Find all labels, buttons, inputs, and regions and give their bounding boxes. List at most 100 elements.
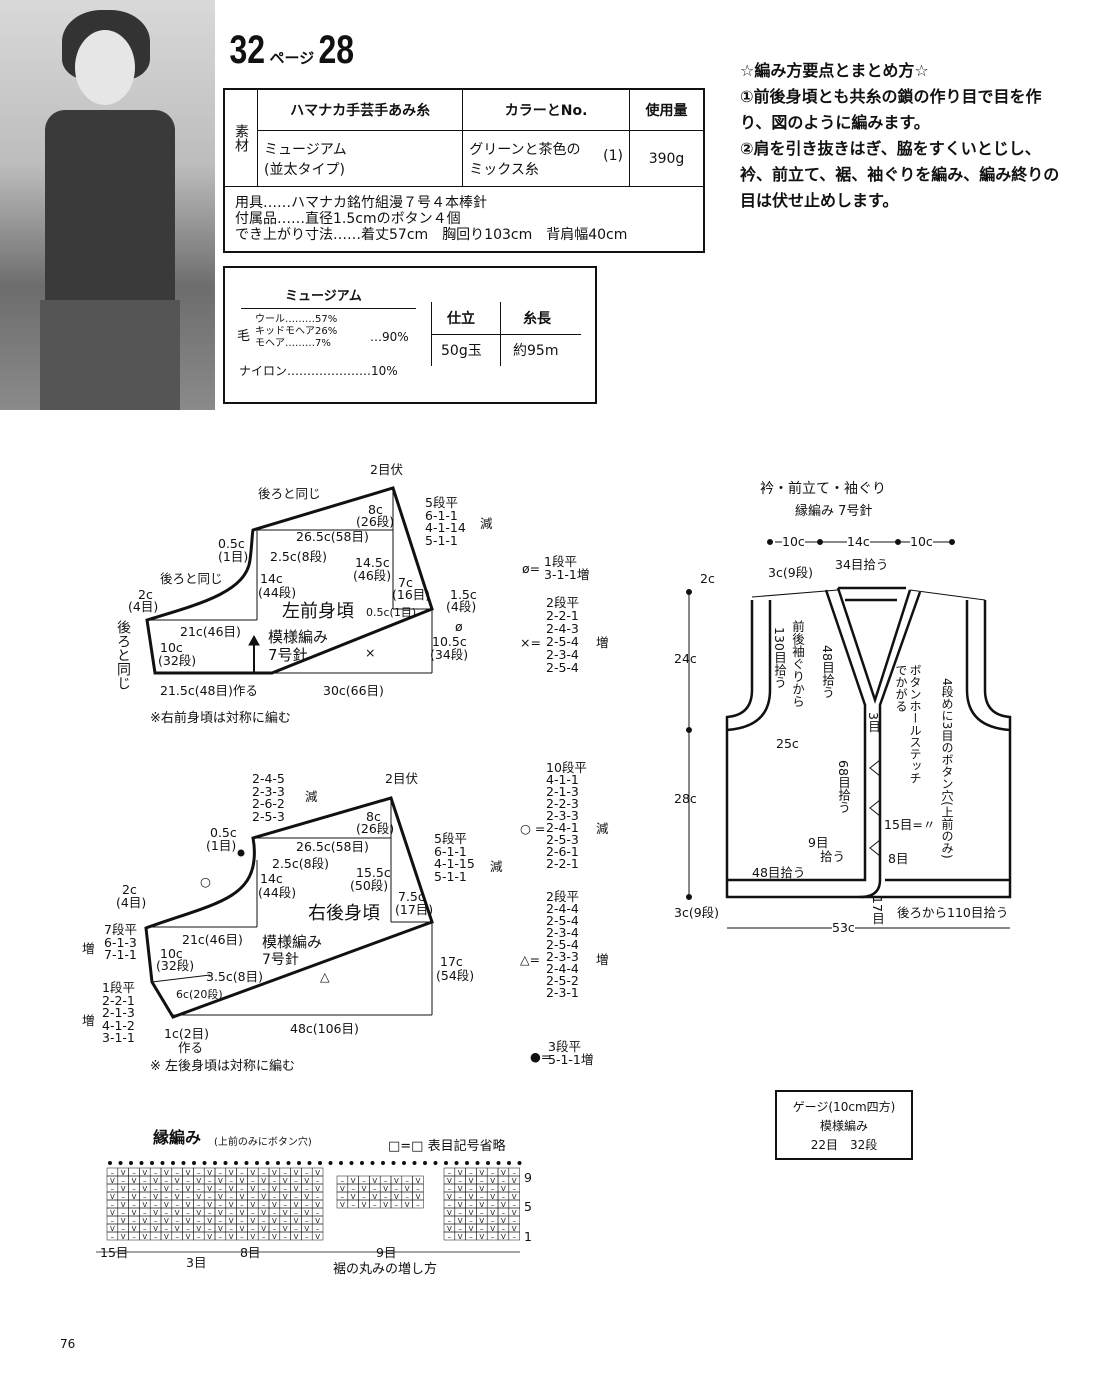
chart-symbol: – (175, 1185, 179, 1193)
chart-symbol: – (251, 1193, 255, 1201)
chart-symbol: – (502, 1193, 506, 1201)
label: (4目) (116, 895, 147, 910)
chart-symbol: – (458, 1225, 462, 1233)
bind-off-dot (475, 1161, 480, 1165)
page-ref-number: 32 (229, 28, 266, 72)
chart-symbol: V (261, 1225, 266, 1233)
chart-symbol: – (121, 1193, 125, 1201)
label: 2.5c(8段) (270, 549, 327, 564)
label: (26段) (356, 514, 395, 529)
label: 7c (398, 575, 413, 590)
label: 24c (674, 651, 697, 666)
chart-symbol: – (154, 1169, 158, 1177)
dec-row: 4-1-14 (425, 520, 466, 535)
chart-symbol: V (110, 1209, 115, 1217)
label: 減 (490, 859, 503, 874)
chart-symbol: – (175, 1169, 179, 1177)
chart-symbol: – (448, 1233, 452, 1241)
label: 3目 (866, 712, 881, 733)
back-stitch: 模様編み (262, 933, 323, 951)
chart-symbol: V (207, 1217, 212, 1225)
chart-symbol: – (273, 1209, 277, 1217)
chart-symbol: – (305, 1169, 309, 1177)
back-needle: 7号針 (262, 952, 299, 968)
chart-symbol: – (197, 1185, 201, 1193)
yarn-type: (並太タイプ) (264, 161, 345, 178)
label: × (365, 645, 376, 660)
col-yarn: ハマナカ手芸手あみ糸 (256, 88, 464, 131)
row-label: 5 (524, 1199, 532, 1214)
chart-symbol: – (351, 1201, 355, 1209)
dec-row: 6-1-1 (425, 507, 458, 523)
chart-symbol: V (218, 1177, 223, 1185)
vest-title: 衿・前立て・袖ぐり (760, 481, 886, 497)
chart-symbol: V (175, 1193, 180, 1201)
row: 2-5-4 (546, 937, 579, 952)
chart-symbol: – (154, 1201, 158, 1209)
chart-symbol: – (273, 1177, 277, 1185)
chart-symbol: – (219, 1201, 223, 1209)
yarn-info-box: ミュージアム 毛 ウール………57%キッドモヘア26%モヘア………7% …90%… (223, 266, 597, 404)
count-label: 9目 (376, 1245, 397, 1260)
chart-symbol: – (197, 1201, 201, 1209)
chart-symbol: – (132, 1201, 136, 1209)
bind-off-dot (423, 1161, 427, 1165)
chart-symbol: V (261, 1209, 266, 1217)
label: (50段) (350, 878, 389, 893)
label: 1c(2目) (164, 1026, 210, 1041)
shoulder-width: 背肩幅40cm (546, 227, 628, 243)
chart-symbol: V (283, 1225, 288, 1233)
label: 26.5c(58目) (296, 839, 369, 854)
chart-symbol: – (294, 1177, 298, 1185)
chart-symbol: V (490, 1225, 495, 1233)
chart-symbol: V (479, 1217, 484, 1225)
chart-symbol: V (207, 1169, 212, 1177)
bind-off-dot (108, 1161, 112, 1165)
chart-symbol: V (394, 1193, 399, 1201)
chart-symbol: V (512, 1177, 517, 1185)
chart-symbol: – (305, 1201, 309, 1209)
label: (4目) (128, 599, 159, 614)
row: 3-1-1増 (544, 567, 590, 582)
chart-symbol: V (458, 1217, 463, 1225)
chart-symbol: – (251, 1177, 255, 1185)
chart-symbol: – (480, 1225, 484, 1233)
chart-symbol: V (121, 1217, 126, 1225)
row: 2-2-1 (546, 856, 579, 871)
chart-symbol: V (458, 1201, 463, 1209)
chart-symbol: V (490, 1177, 495, 1185)
chart-symbol: – (229, 1209, 233, 1217)
edge-chart-caption: 裾の丸みの増し方 (333, 1262, 438, 1277)
chart-symbol: V (479, 1233, 484, 1241)
chart-symbol: V (315, 1169, 320, 1177)
chart-symbol: V (153, 1225, 158, 1233)
bind-off-dot (412, 1161, 417, 1165)
chart-symbol: – (132, 1217, 136, 1225)
row: 2段平 (546, 889, 579, 904)
chart-symbol: – (502, 1177, 506, 1185)
chart-symbol: – (512, 1201, 516, 1209)
chart-symbol: V (240, 1225, 245, 1233)
bind-off-dot (381, 1161, 385, 1165)
chart-symbol: V (469, 1209, 474, 1217)
chart-symbol: – (316, 1225, 320, 1233)
label: (46段) (353, 568, 392, 583)
chart-symbol: – (208, 1209, 212, 1217)
chart-symbol: – (165, 1225, 169, 1233)
bind-off-dot (160, 1161, 165, 1165)
label: 25c (776, 736, 799, 751)
chart-symbol: – (219, 1169, 223, 1177)
tri-def-sym: △= (520, 952, 541, 967)
chart-symbol: V (447, 1225, 452, 1233)
chart-symbol: – (283, 1233, 287, 1241)
label: 26.5c(58目) (296, 529, 369, 544)
row: 4-1-15 (434, 856, 475, 871)
chart-symbol: V (458, 1169, 463, 1177)
wool-total: …90% (370, 330, 409, 344)
instructions-step1: ①前後身頃とも共糸の鎖の作り目で目を作り、図のように編みます。 (740, 87, 1042, 132)
wool-prefix: 毛 (237, 329, 251, 344)
chart-symbol: – (362, 1177, 366, 1185)
chart-symbol: – (219, 1185, 223, 1193)
